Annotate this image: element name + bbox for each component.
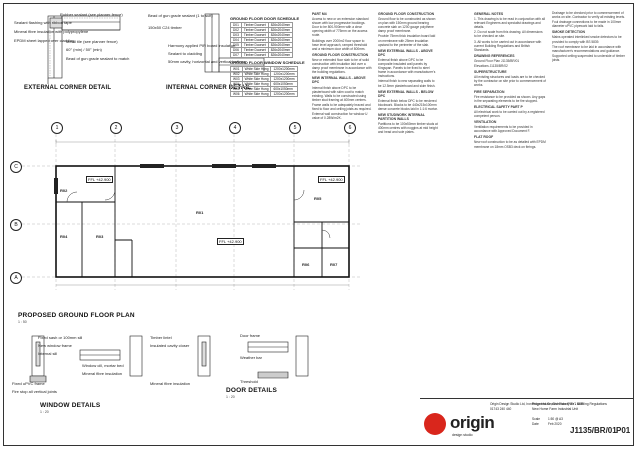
company-name: origin bbox=[450, 413, 495, 432]
window-label: Mineral fibre insulation bbox=[82, 371, 123, 376]
window-details-title: WINDOW DETAILS bbox=[40, 402, 101, 409]
client-name: New Home Farm Industrial Unit bbox=[532, 407, 578, 411]
scale-label: Scale bbox=[532, 417, 540, 421]
window-label: New window frame bbox=[38, 343, 72, 348]
grid-bubble-4: 4 bbox=[229, 122, 241, 134]
grid-bubble-1: 1 bbox=[51, 122, 63, 134]
window-schedule-heading: GROUND FLOOR WINDOW SCHEDULE bbox=[230, 60, 305, 65]
door-label: Door frame bbox=[240, 333, 261, 338]
int-label: Sealant to cladding bbox=[168, 51, 203, 56]
notes-column-3: GENERAL NOTES 1. This drawing is to be r… bbox=[474, 12, 546, 149]
grid-bubble-2: 2 bbox=[110, 122, 122, 134]
door-label: Insulated cavity closer bbox=[150, 343, 190, 348]
room-label: R03 bbox=[96, 234, 104, 239]
ext-label: Rubber sealant (see planner fence) bbox=[60, 12, 123, 17]
int-label: 150x50 C24 timber bbox=[148, 25, 182, 30]
company-phone: 01743 240 440 bbox=[490, 407, 512, 411]
drawing-sheet bbox=[3, 3, 634, 446]
int-label: 50mm cavity, horizontal and vertical bat… bbox=[168, 59, 246, 64]
internal-corner-detail bbox=[204, 13, 265, 73]
window-details-scale: 1 : 20 bbox=[40, 410, 49, 414]
door-schedule-heading: GROUND FLOOR DOOR SCHEDULE bbox=[230, 16, 300, 21]
window-label: Fixed uPVC frame bbox=[12, 381, 45, 386]
room-label: R05 bbox=[314, 196, 322, 201]
company-sub: design studio bbox=[452, 433, 473, 437]
int-label: Bead of gun grade sealant (1 to suit) bbox=[148, 13, 213, 18]
int-label: Harmony applied PIR board insulation bbox=[168, 43, 236, 48]
ext-label: Metal tile (see planner fence) bbox=[66, 39, 118, 44]
room-label: R04 bbox=[60, 234, 68, 239]
notes-column-4: Drainage to be checked prior to commence… bbox=[552, 11, 625, 62]
origin-logo-icon bbox=[424, 413, 446, 435]
room-label: R02 bbox=[60, 188, 68, 193]
grid-bubble-5: 5 bbox=[289, 122, 301, 134]
door-details-title: DOOR DETAILS bbox=[226, 387, 278, 394]
notes-column-2: GROUND FLOOR CONSTRUCTION Ground floor t… bbox=[378, 12, 438, 135]
ext-label: 60° (min) / 50° (min) bbox=[66, 47, 102, 52]
ffl-tag: FFL +42.900 bbox=[318, 176, 345, 183]
door-label: Threshold bbox=[240, 379, 258, 384]
window-label: Internal sill bbox=[38, 351, 58, 356]
ext-label: Bead of gun grade sealant to match bbox=[66, 56, 130, 61]
door-label: Weather bar bbox=[240, 355, 262, 360]
grid-bubble-a: A bbox=[10, 272, 22, 284]
floor-plan-scale: 1 : 50 bbox=[18, 320, 27, 324]
room-label: R06 bbox=[302, 262, 310, 267]
window-label: Window cill, mortar bed bbox=[82, 363, 124, 368]
grid-bubble-3: 3 bbox=[171, 122, 183, 134]
window-details bbox=[29, 335, 143, 383]
ffl-tag: FFL +42.900 bbox=[86, 176, 113, 183]
revision: P01 bbox=[616, 426, 631, 435]
door-details bbox=[197, 335, 309, 379]
door-label: Timber lintel bbox=[150, 335, 172, 340]
room-label: R07 bbox=[330, 262, 338, 267]
door-details-scale: 1 : 20 bbox=[226, 395, 235, 399]
internal-corner-title: INTERNAL CORNER DETAIL bbox=[166, 85, 252, 91]
company-address: Origin Design Studio Ltd, Ironbridge Hou… bbox=[490, 402, 584, 406]
title-block: origin design studio Origin Design Studi… bbox=[420, 398, 634, 447]
ffl-tag: FFL +42.900 bbox=[217, 238, 244, 245]
project-title: Proposed Ground Floor Plan - Building Re… bbox=[532, 402, 607, 406]
floor-plan-title: PROPOSED GROUND FLOOR PLAN bbox=[18, 312, 135, 319]
drawing-number: J1135/BR/01 bbox=[570, 426, 617, 435]
ext-label: Mineral fibre insulation with polypropyl… bbox=[14, 29, 89, 34]
grid-bubble-b: B bbox=[10, 219, 22, 231]
date-value: Feb 2020 bbox=[548, 422, 562, 426]
room-label: R01 bbox=[196, 210, 204, 215]
window-label: Fire stop all vertical joints bbox=[12, 389, 57, 394]
grid-bubble-c: C bbox=[10, 161, 22, 173]
notes-column-1: PART M4 Access to new or an extension st… bbox=[312, 12, 372, 121]
ext-label: EPDM sheet lapped over cladding bbox=[14, 38, 75, 43]
grid-bubble-6: 6 bbox=[344, 122, 356, 134]
external-corner-detail bbox=[47, 15, 121, 84]
window-label: Fixed sash or 100mm sill bbox=[38, 335, 83, 340]
ground-floor-plan bbox=[22, 134, 362, 290]
ext-label: Sealant flashing with ribbon tape bbox=[14, 20, 72, 25]
scale-value: 1:50 @ A3 bbox=[548, 417, 563, 421]
date-label: Date bbox=[532, 422, 539, 426]
external-corner-title: EXTERNAL CORNER DETAIL bbox=[24, 85, 112, 91]
door-label: Mineral fibre insulation bbox=[150, 381, 191, 386]
